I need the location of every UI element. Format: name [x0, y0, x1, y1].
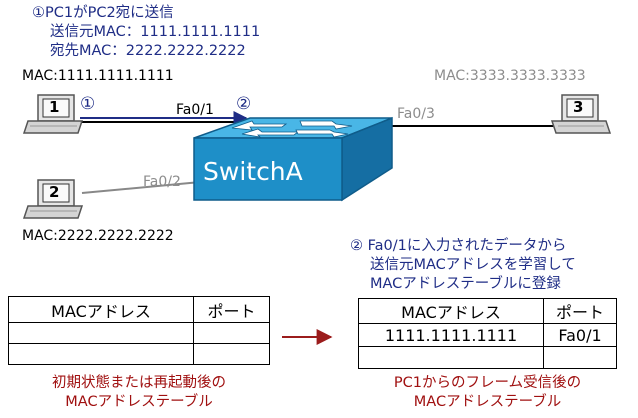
table-header-row: MACアドレス ポート: [358, 298, 617, 324]
caption-right-line2: MACアドレステーブル: [413, 394, 562, 410]
caption-left-line1: 初期状態または再起動後の: [52, 375, 226, 391]
port-column-header: ポート: [543, 298, 617, 324]
table-header-row: MACアドレス ポート: [8, 296, 270, 323]
caption-right: PC1からのフレーム受信後の MACアドレステーブル: [358, 374, 617, 412]
table-row: 1111.1111.1111 Fa0/1: [358, 323, 617, 347]
mac-column-header: MACアドレス: [8, 296, 194, 323]
table-row: [8, 343, 270, 365]
pc2-number: 2: [49, 183, 60, 201]
annotation-right-line2: 送信元MACアドレスを学習して: [370, 257, 576, 273]
switch-icon: [193, 116, 393, 202]
port-entry: Fa0/1: [543, 323, 617, 347]
pc1-icon: [22, 94, 84, 134]
mac-table-learned: MACアドレス ポート 1111.1111.1111 Fa0/1: [358, 298, 617, 369]
annotation-top-line2: 送信元MAC：1111.1111.1111: [50, 24, 261, 40]
pc3-mac-label: MAC:3333.3333.3333: [434, 68, 586, 84]
switch-marker: ②: [236, 94, 252, 114]
pc3-icon: [550, 94, 612, 134]
switch-name: SwitchA: [203, 157, 303, 186]
caption-left-line2: MACアドレステーブル: [65, 394, 213, 410]
annotation-top-line3: 宛先MAC：2222.2222.2222: [50, 43, 246, 59]
annotation-top-line1: ①PC1がPC2宛に送信: [32, 5, 174, 21]
pc3-number: 3: [573, 98, 584, 116]
port-fa0-2-label: Fa0/2: [143, 174, 181, 190]
pc1-mac-label: MAC:1111.1111.1111: [22, 68, 174, 84]
caption-right-line1: PC1からのフレーム受信後の: [393, 375, 582, 391]
caption-left: 初期状態または再起動後の MACアドレステーブル: [8, 374, 270, 412]
pc1-number: 1: [49, 98, 60, 116]
mac-table-initial: MACアドレス ポート: [8, 296, 270, 365]
port-fa0-3-label: Fa0/3: [397, 106, 435, 122]
pc2-icon: [22, 179, 84, 219]
pc2-mac-label: MAC:2222.2222.2222: [22, 228, 174, 244]
pc1-marker: ①: [80, 94, 96, 114]
mac-column-header: MACアドレス: [358, 298, 544, 324]
annotation-right: ② Fa0/1に入力されたデータから 送信元MACアドレスを学習して MACアド…: [350, 237, 576, 294]
annotation-right-line1: ② Fa0/1に入力されたデータから: [350, 238, 567, 254]
table-row: [8, 322, 270, 344]
port-column-header: ポート: [193, 296, 270, 323]
table-row: [358, 346, 617, 369]
mac-entry: 1111.1111.1111: [358, 323, 544, 347]
annotation-top: ①PC1がPC2宛に送信 送信元MAC：1111.1111.1111 宛先MAC…: [32, 4, 260, 61]
port-fa0-1-label: Fa0/1: [176, 102, 214, 118]
annotation-right-line3: MACアドレステーブルに登録: [370, 276, 561, 292]
